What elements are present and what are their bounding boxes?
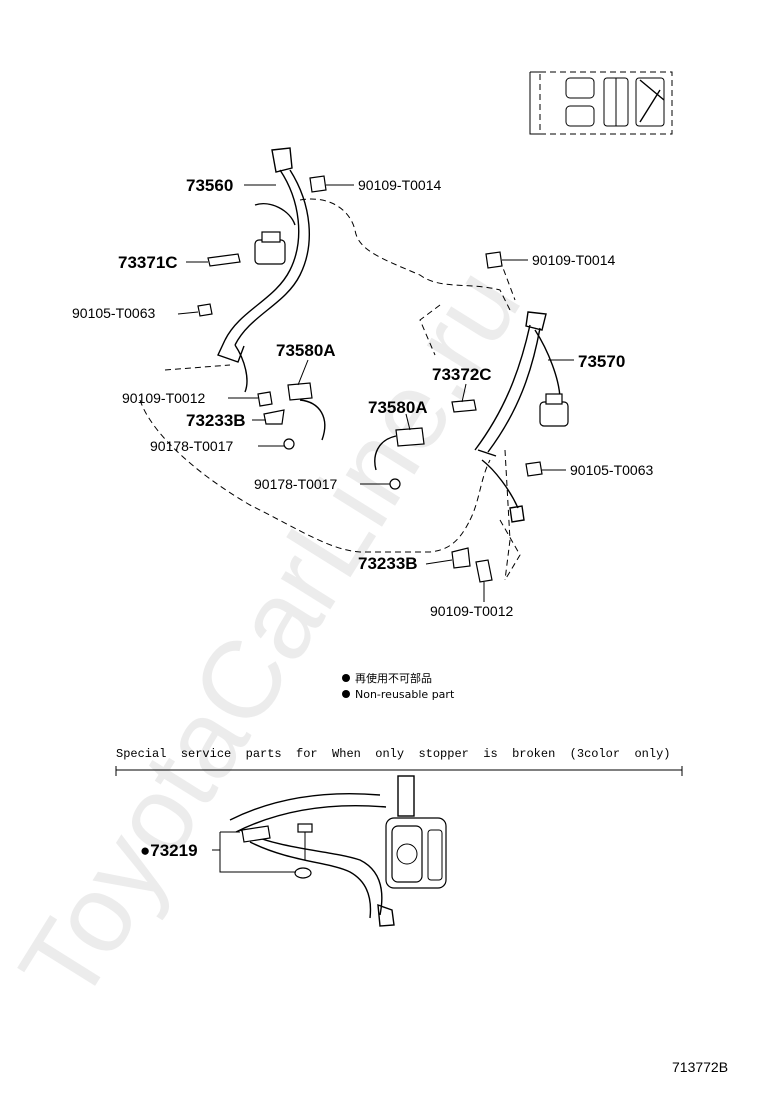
label-90109-T0014-top: 90109-T0014 [358,177,442,193]
label-90105-T0063-right: 90105-T0063 [570,462,654,478]
label-73371C: 73371C [118,253,178,272]
legend-jp: 再使用不可部品 [355,671,432,685]
figure-code: 713772B [672,1059,728,1075]
seat-outline [139,198,521,581]
label-90178-T0017-left: 90178-T0017 [150,438,234,454]
label-73233B-left: 73233B [186,411,246,430]
right-seatbelt-assembly [474,311,569,523]
small-parts [197,175,543,583]
label-73580A-upper: 73580A [276,341,336,360]
special-service-section: Special service parts for When only stop… [115,747,683,927]
watermark-text: ToyotaCarLine.ru [0,247,544,1023]
label-90109-T0014-right: 90109-T0014 [532,252,616,268]
label-73580A-mid: 73580A [368,398,428,417]
label-90178-T0017-mid: 90178-T0017 [254,476,338,492]
label-73560: 73560 [186,176,233,195]
legend-dot-icon [342,674,350,682]
leader-lines [177,184,574,602]
label-90109-T0012-left: 90109-T0012 [122,390,206,406]
part-labels: 73560 90109-T0014 73371C 90105-T0063 735… [72,176,654,619]
special-caption: Special service parts for When only stop… [116,747,671,761]
seat-layout-thumbnail [529,71,673,135]
legend: 再使用不可部品 Non-reusable part [342,671,455,701]
left-seatbelt-assembly [217,147,310,393]
label-90109-T0012-bottom: 90109-T0012 [430,603,514,619]
label-73219: ●73219 [140,841,198,860]
label-73372C: 73372C [432,365,492,384]
label-73233B-bottom: 73233B [358,554,418,573]
legend-dot-icon [342,690,350,698]
label-73570: 73570 [578,352,625,371]
watermark: ToyotaCarLine.ru [0,247,544,1023]
label-90105-T0063-left: 90105-T0063 [72,305,156,321]
legend-en: Non-reusable part [355,688,455,701]
